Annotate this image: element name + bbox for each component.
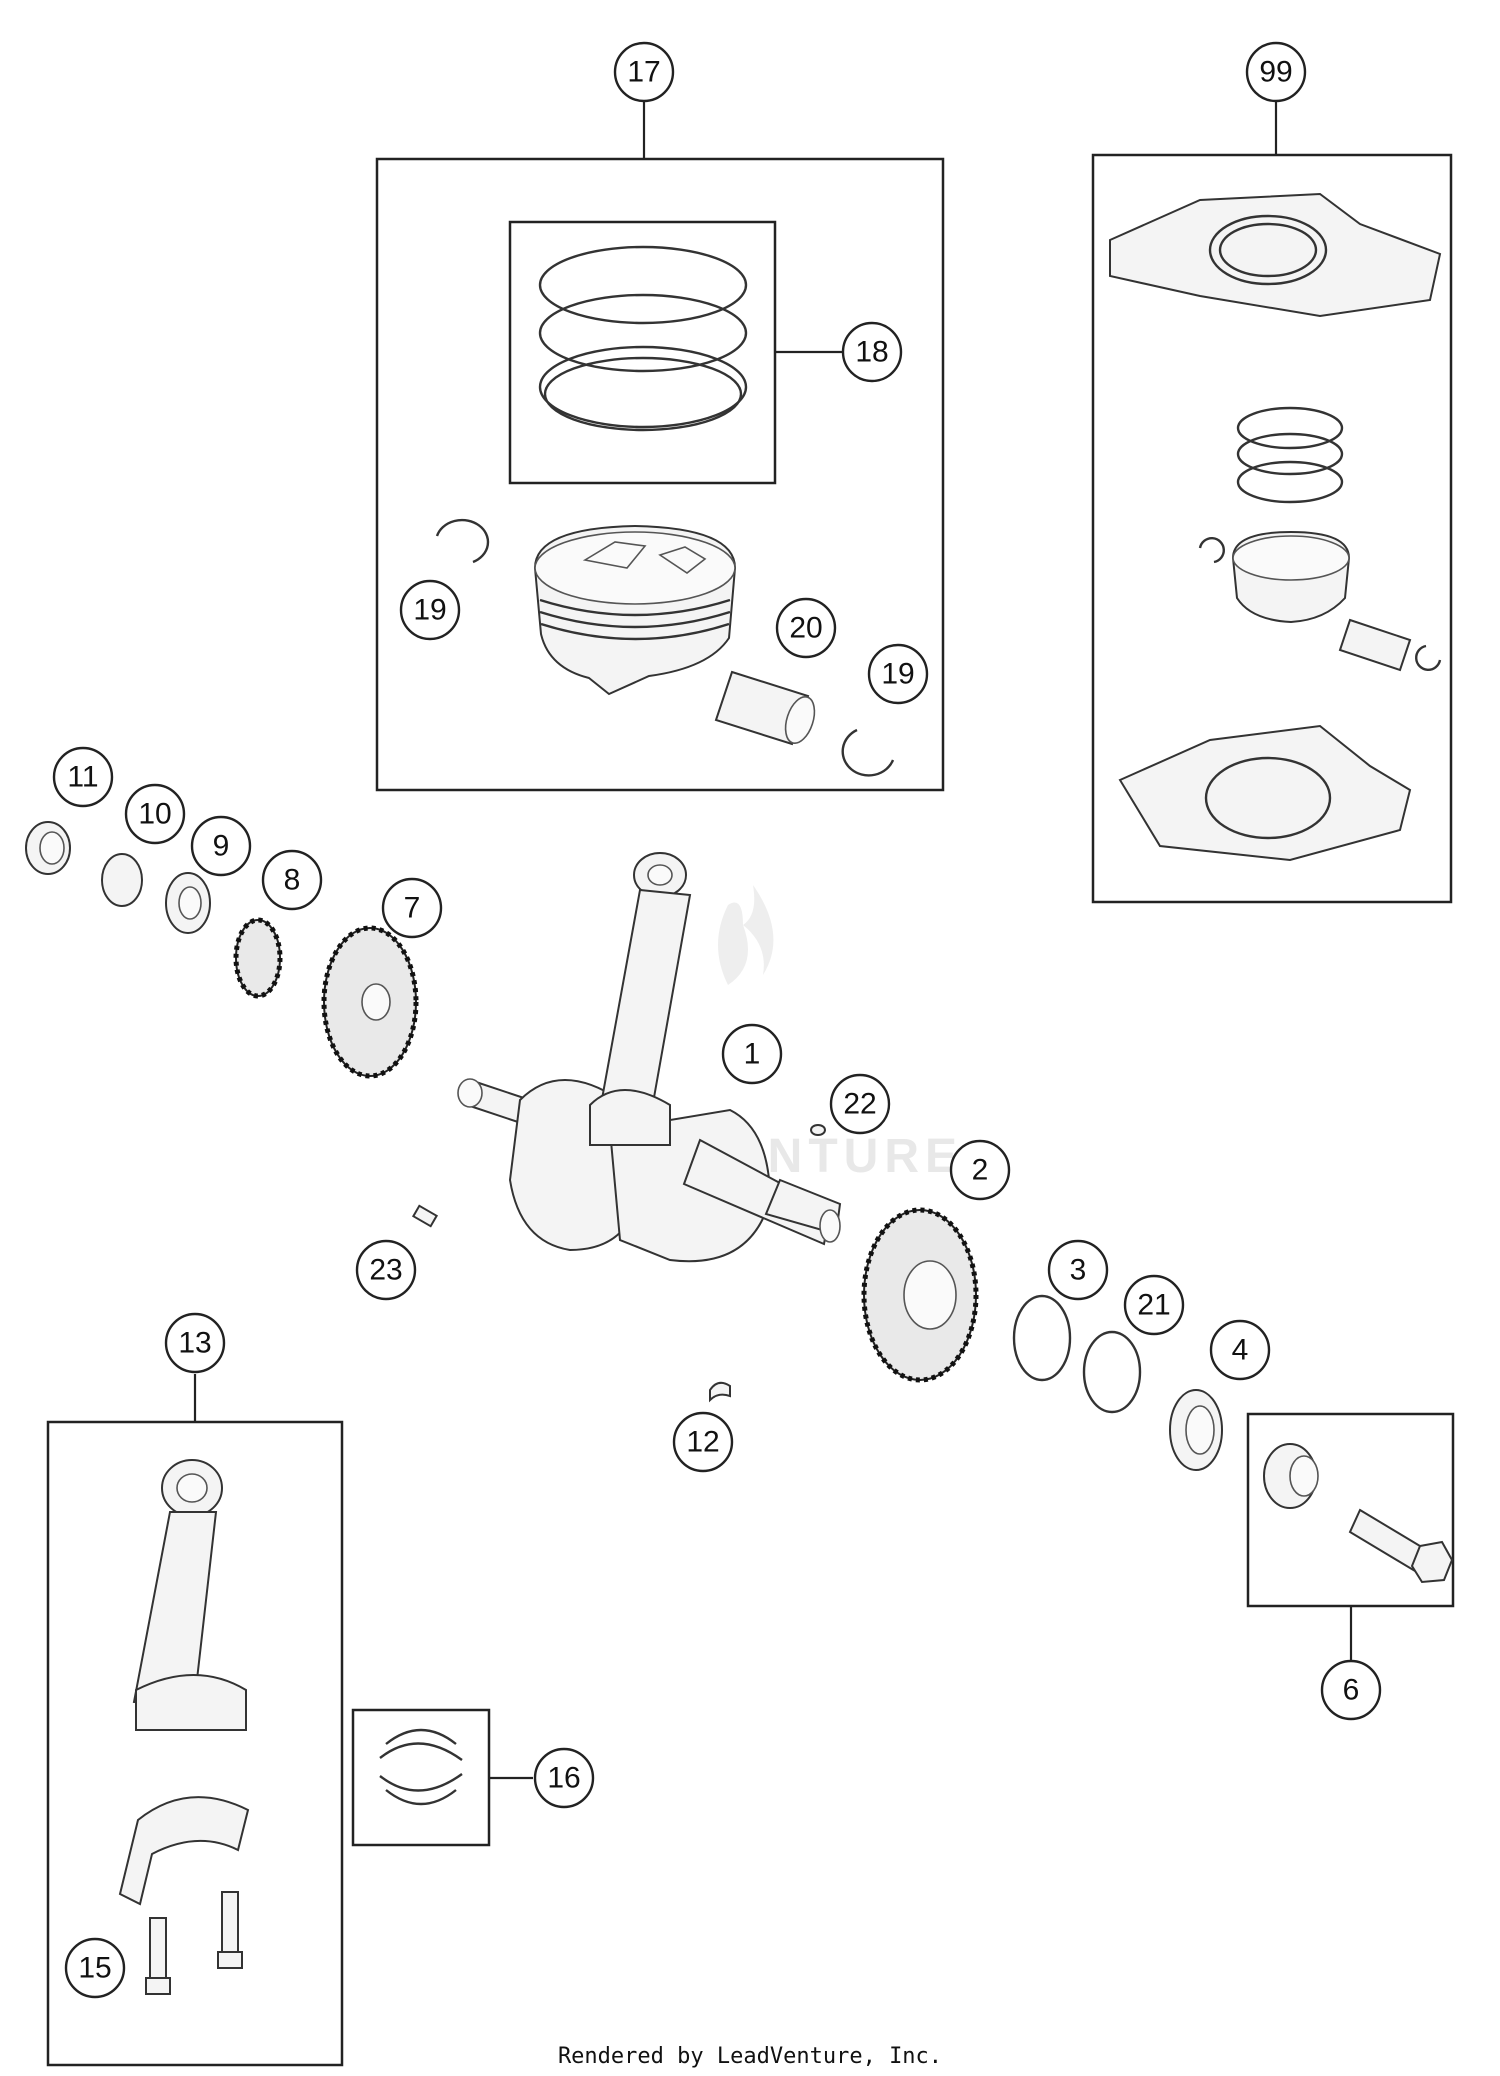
callout-99: 99 xyxy=(1245,41,1307,103)
callout-11: 11 xyxy=(52,746,114,808)
piston-rings xyxy=(538,245,748,432)
svg-text:6: 6 xyxy=(1343,1674,1360,1707)
callout-1: 1 xyxy=(721,1023,783,1085)
svg-text:21: 21 xyxy=(1137,1289,1170,1322)
bearing-shells xyxy=(379,1728,463,1806)
callout-10: 10 xyxy=(124,783,186,845)
svg-text:19: 19 xyxy=(881,658,914,691)
conrod-bolts xyxy=(145,1891,243,1995)
gear-2 xyxy=(861,1207,979,1383)
svg-text:8: 8 xyxy=(284,864,301,897)
bolt-kit-frame xyxy=(1246,1412,1455,1660)
piston xyxy=(533,524,737,696)
svg-text:20: 20 xyxy=(789,612,822,645)
svg-text:7: 7 xyxy=(404,892,421,925)
cylinder-head-gasket xyxy=(1109,192,1442,318)
circlip-lower xyxy=(841,728,895,777)
callout-16: 16 xyxy=(533,1747,595,1809)
oil-seal xyxy=(25,821,71,875)
key-23 xyxy=(411,1204,439,1228)
key-22 xyxy=(810,1124,826,1136)
small-circlip-right xyxy=(1415,644,1442,671)
small-piston-pin xyxy=(1338,618,1412,672)
bearing-shell-frame xyxy=(351,1708,533,1847)
callout-8: 8 xyxy=(261,849,323,911)
small-piston xyxy=(1231,530,1351,624)
gasket-kit-frame xyxy=(1091,101,1453,904)
svg-text:3: 3 xyxy=(1070,1254,1087,1287)
callout-19: 19 xyxy=(867,643,929,705)
small-circlip-left xyxy=(1198,537,1225,564)
callout-18: 18 xyxy=(841,321,903,383)
conrod-cap xyxy=(118,1796,250,1906)
piston-pin xyxy=(714,670,816,746)
svg-text:18: 18 xyxy=(855,336,888,369)
svg-text:2: 2 xyxy=(972,1154,989,1187)
svg-text:13: 13 xyxy=(178,1327,211,1360)
callout-19: 19 xyxy=(399,579,461,641)
callout-22: 22 xyxy=(829,1073,891,1135)
gear-7 xyxy=(321,925,419,1079)
gear-8 xyxy=(233,917,283,999)
key-12 xyxy=(709,1381,731,1403)
bushing xyxy=(1263,1443,1319,1509)
callout-23: 23 xyxy=(355,1239,417,1301)
washer-21 xyxy=(1082,1330,1142,1414)
callout-12: 12 xyxy=(672,1411,734,1473)
svg-text:10: 10 xyxy=(138,798,171,831)
svg-text:9: 9 xyxy=(213,830,230,863)
svg-text:22: 22 xyxy=(843,1088,876,1121)
circlip-upper xyxy=(435,518,490,564)
svg-text:16: 16 xyxy=(547,1762,580,1795)
connecting-rod xyxy=(589,852,692,1146)
svg-text:4: 4 xyxy=(1232,1334,1249,1367)
callout-3: 3 xyxy=(1047,1239,1109,1301)
callout-20: 20 xyxy=(775,597,837,659)
callout-17: 17 xyxy=(613,41,675,103)
callout-6: 6 xyxy=(1320,1659,1382,1721)
conrod-kit-frame xyxy=(46,1374,344,2067)
cylinder-base-gasket xyxy=(1118,724,1412,862)
conrod-large xyxy=(132,1459,247,1731)
svg-text:1: 1 xyxy=(744,1038,761,1071)
callout-13: 13 xyxy=(164,1312,226,1374)
piston-kit-frame xyxy=(375,101,945,792)
callout-7: 7 xyxy=(381,877,443,939)
footer-credit: Rendered by LeadVenture, Inc. xyxy=(557,2044,943,2069)
callout-21: 21 xyxy=(1123,1274,1185,1336)
nut-4 xyxy=(1169,1389,1223,1471)
svg-text:99: 99 xyxy=(1259,56,1292,89)
svg-text:23: 23 xyxy=(369,1254,402,1287)
bolt xyxy=(1348,1508,1454,1584)
washer-9 xyxy=(165,872,211,934)
washer-3 xyxy=(1012,1294,1072,1382)
svg-text:12: 12 xyxy=(686,1426,719,1459)
svg-text:17: 17 xyxy=(627,56,660,89)
callout-4: 4 xyxy=(1209,1319,1271,1381)
washer-10 xyxy=(101,853,143,907)
callout-2: 2 xyxy=(949,1139,1011,1201)
small-piston-rings xyxy=(1236,406,1344,504)
svg-text:11: 11 xyxy=(67,761,98,794)
callout-9: 9 xyxy=(190,815,252,877)
callout-15: 15 xyxy=(64,1937,126,1999)
svg-text:19: 19 xyxy=(413,594,446,627)
svg-text:15: 15 xyxy=(78,1952,111,1985)
